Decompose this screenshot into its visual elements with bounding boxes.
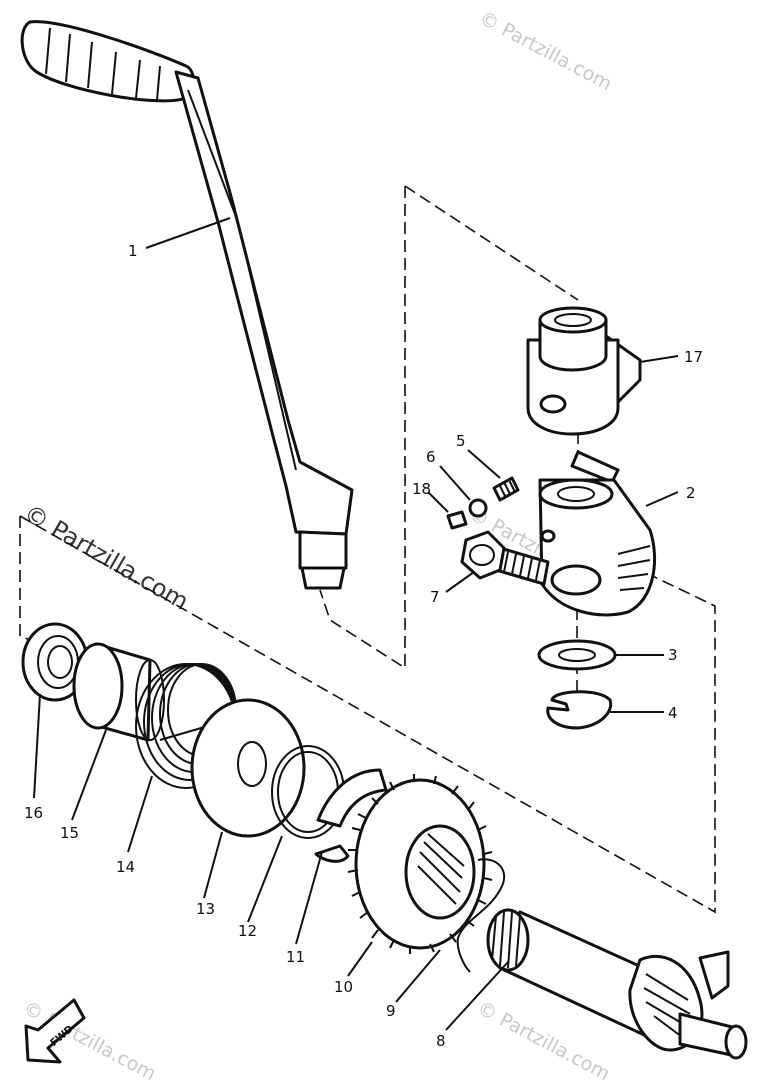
part-3-washer [537,639,617,671]
part-13-plate-washer [190,698,306,838]
callout-16: 16 [24,804,43,822]
part-9-clip [456,858,506,973]
part-17-kick-boss [526,306,642,436]
callout-1: 1 [128,242,138,260]
part-11-bushing [314,768,388,863]
part-1-kick-crank [20,20,354,590]
callout-13: 13 [196,900,215,918]
callout-12: 12 [238,922,257,940]
part-16-oil-seal [21,622,89,702]
callout-7: 7 [430,588,440,606]
callout-5: 5 [456,432,466,450]
part-4-circlip [546,690,613,730]
callout-11: 11 [286,948,305,966]
callout-3: 3 [668,646,678,664]
callout-17: 17 [684,348,703,366]
callout-8: 8 [436,1032,446,1050]
callout-10: 10 [334,978,353,996]
callout-14: 14 [116,858,135,876]
watermark-top-right: © Partzilla.com [476,7,616,95]
part-2-ratchet-holder [538,450,657,617]
callout-2: 2 [686,484,696,502]
leader-lines [33,217,679,1031]
part-15-collar [72,642,165,742]
callout-labels: 1 2 3 4 5 6 7 8 9 10 11 12 13 14 15 16 1… [24,242,703,1050]
callout-9: 9 [386,1002,396,1020]
part-7-bolt [460,530,550,586]
parts-5-6-18-small [446,476,520,530]
part-10-kick-gear [347,774,493,954]
part-8-kick-shaft [486,908,748,1060]
callout-4: 4 [668,704,678,722]
watermark-left: © Partzilla.com [19,499,193,616]
callout-15: 15 [60,824,79,842]
callout-18: 18 [412,480,431,498]
callout-6: 6 [426,448,436,466]
